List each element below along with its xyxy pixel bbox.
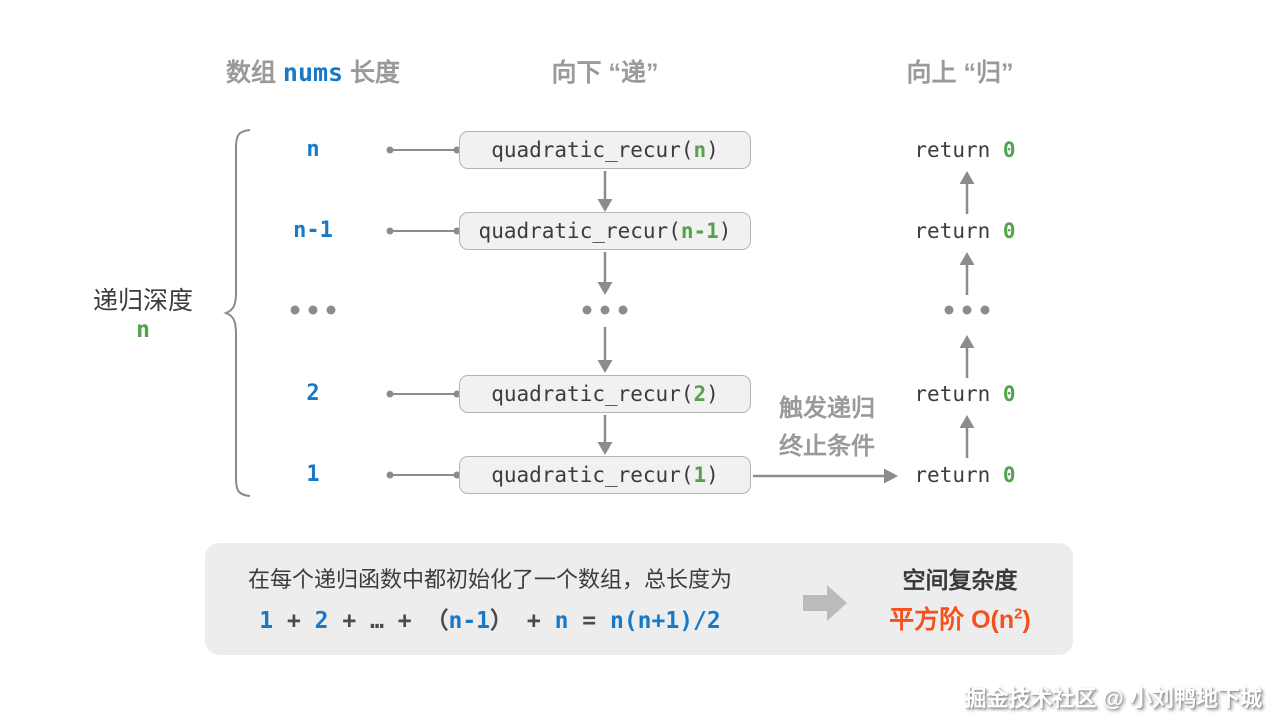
- connector-row-2: [386, 390, 461, 398]
- ellipsis-dots-middle: [582, 305, 628, 315]
- row-label-1: 1: [306, 462, 320, 487]
- up-arrow-3: [959, 335, 975, 378]
- right-arrow-base-case: [753, 468, 898, 484]
- connector-row-1: [386, 471, 461, 479]
- return-1: return 0: [895, 461, 1035, 489]
- call-pre: quadratic_recur(: [491, 463, 694, 487]
- row-label-n1: n-1: [293, 218, 333, 243]
- call-pre: quadratic_recur(: [478, 219, 681, 243]
- row-label-2: 2: [306, 381, 320, 406]
- header-array-pre: 数组: [225, 59, 283, 87]
- complexity-exponent: 2: [1014, 605, 1023, 623]
- call-post: ): [706, 382, 719, 406]
- return-2: return 0: [895, 380, 1035, 408]
- down-arrow-2: [597, 252, 613, 295]
- complexity-post: ): [1022, 606, 1031, 634]
- formula-token: （: [425, 608, 449, 634]
- formula-token: n: [554, 608, 569, 634]
- call-arg: n: [693, 138, 707, 162]
- call-box-n: quadratic_recur(n): [459, 131, 751, 169]
- call-pre: quadratic_recur(: [491, 382, 694, 406]
- return-keyword: return: [914, 138, 1003, 162]
- return-n: return 0: [895, 136, 1035, 164]
- complexity-pre: 平方阶 O(n: [889, 606, 1015, 634]
- formula-token: +: [383, 608, 426, 634]
- down-arrow-4: [597, 415, 613, 455]
- ellipsis-dots-right: [944, 305, 990, 315]
- depth-title: 递归深度: [92, 287, 193, 315]
- return-keyword: return: [914, 219, 1003, 243]
- call-box-1: quadratic_recur(1): [459, 456, 751, 494]
- call-post: ): [718, 219, 732, 243]
- header-recurse-down: 向下 “递”: [551, 59, 659, 87]
- complexity-value: 平方阶 O(n2): [845, 600, 1075, 636]
- formula-token: +: [273, 608, 315, 634]
- termination-note-line1: 触发递归: [779, 395, 875, 422]
- header-return-up: 向上 “归”: [906, 59, 1014, 87]
- header-array-post: 长度: [343, 59, 401, 87]
- return-value: 0: [1002, 138, 1016, 162]
- header-array-code: nums: [282, 58, 344, 87]
- return-n1: return 0: [895, 217, 1035, 245]
- implies-arrow-head: [827, 585, 847, 621]
- row-label-n: n: [306, 137, 320, 162]
- formula-token: ）: [490, 608, 514, 634]
- return-value: 0: [1002, 219, 1016, 243]
- formula-token: 2: [314, 608, 329, 634]
- connector-row-n1: [386, 227, 461, 235]
- up-arrow-2: [959, 252, 975, 295]
- down-arrow-1: [597, 171, 613, 212]
- return-value: 0: [1002, 463, 1016, 487]
- call-arg: n-1: [680, 219, 719, 243]
- call-box-2: quadratic_recur(2): [459, 375, 751, 413]
- call-pre: quadratic_recur(: [491, 138, 694, 162]
- return-value: 0: [1002, 382, 1016, 406]
- summary-formula: 1 + 2 + … + （n-1） + n = n(n+1)/2: [205, 601, 775, 635]
- summary-panel: 在每个递归函数中都初始化了一个数组，总长度为 1 + 2 + … + （n-1）…: [205, 543, 1073, 655]
- up-arrow-4: [959, 415, 975, 458]
- implies-arrow-body: [803, 595, 827, 611]
- formula-token: 1: [259, 608, 274, 634]
- formula-token: =: [568, 608, 610, 634]
- formula-token: n(n+1)/2: [609, 608, 721, 634]
- call-arg: 1: [693, 463, 707, 487]
- depth-value: n: [136, 317, 150, 343]
- return-keyword: return: [914, 463, 1003, 487]
- up-arrow-1: [959, 171, 975, 214]
- call-post: ): [706, 463, 719, 487]
- call-box-n1: quadratic_recur(n-1): [459, 212, 751, 250]
- header-array-length: 数组 nums 长度: [163, 56, 463, 90]
- watermark: 掘金技术社区 @ 小刘鸭地下城: [964, 686, 1262, 711]
- termination-note-line2: 终止条件: [779, 433, 875, 460]
- formula-token: …: [370, 608, 384, 634]
- depth-brace: [223, 129, 251, 497]
- summary-text: 在每个递归函数中都初始化了一个数组，总长度为: [247, 567, 732, 592]
- formula-token: n-1: [448, 608, 491, 634]
- connector-row-n: [386, 146, 461, 154]
- formula-token: +: [328, 608, 371, 634]
- formula-token: +: [513, 608, 555, 634]
- complexity-title: 空间复杂度: [902, 567, 1018, 593]
- call-post: ): [706, 138, 719, 162]
- return-keyword: return: [914, 382, 1003, 406]
- ellipsis-dots-left: [290, 305, 336, 315]
- call-arg: 2: [693, 382, 707, 406]
- down-arrow-3: [597, 327, 613, 373]
